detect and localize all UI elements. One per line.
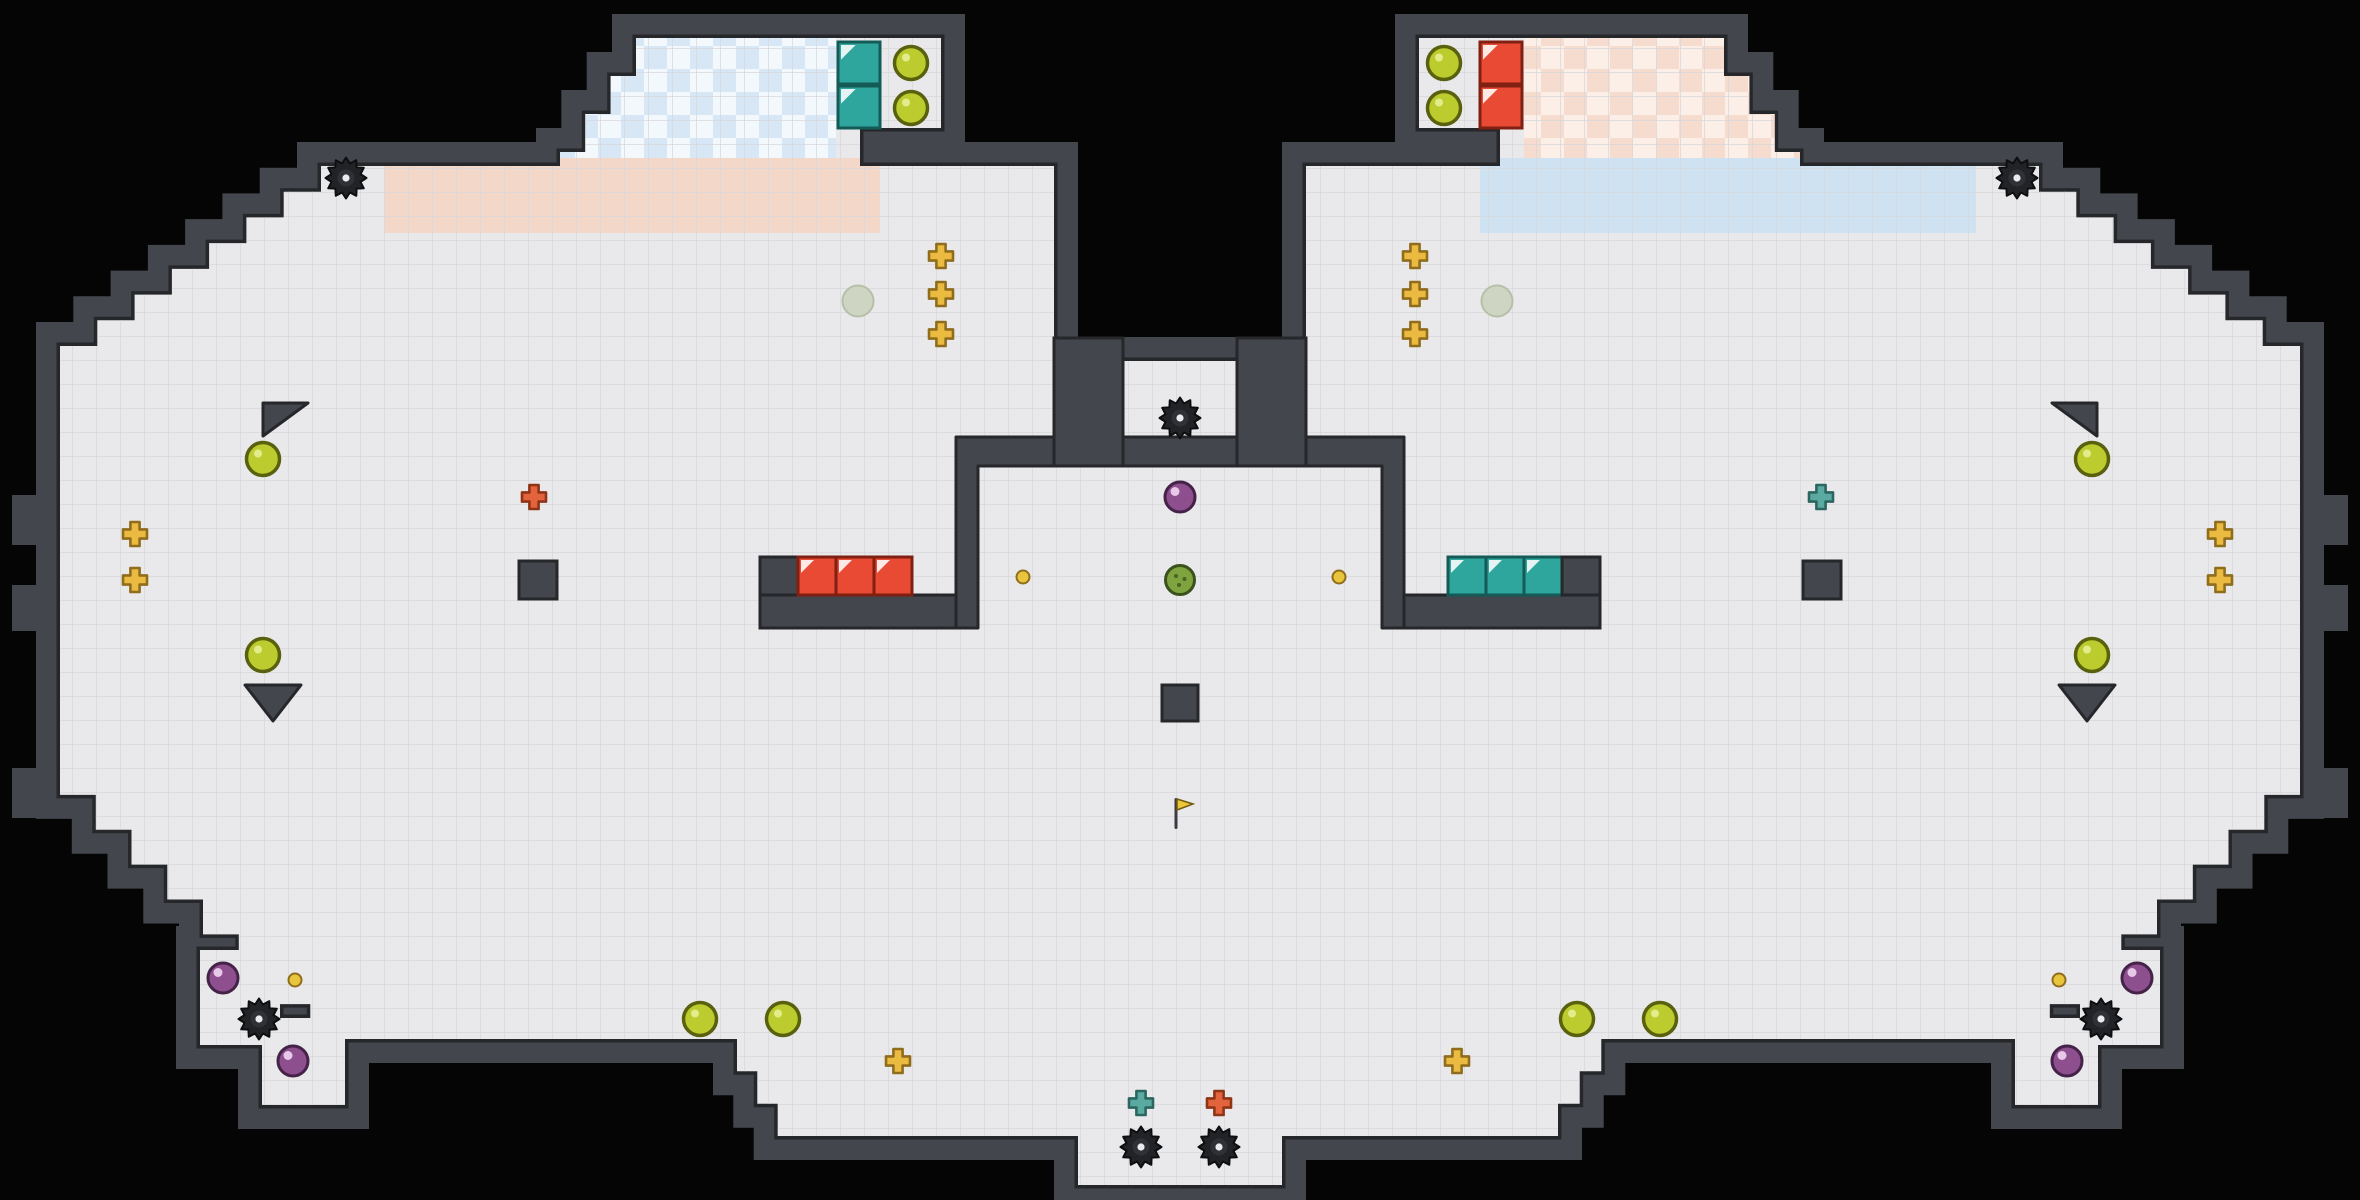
crate-teal <box>836 84 882 130</box>
crate-red <box>872 555 914 597</box>
spawn-orb <box>1425 89 1463 127</box>
spawn-orb <box>1425 44 1463 82</box>
spawn-orb <box>2073 440 2111 478</box>
entities <box>121 40 2234 1169</box>
crate-teal <box>1484 555 1526 597</box>
block-dark <box>1560 555 1602 597</box>
spawn-orb <box>244 440 282 478</box>
sawblade-icon <box>324 156 368 200</box>
pale-orb <box>841 284 875 318</box>
wall-wedge <box>2050 401 2099 438</box>
spawn-orb <box>1558 1000 1596 1038</box>
coin-dot <box>2051 972 2067 988</box>
green-orb <box>1164 564 1196 596</box>
sawblade-icon <box>237 997 281 1041</box>
sawblade-icon <box>2079 997 2123 1041</box>
spawn-orb <box>892 89 930 127</box>
spawn-orb <box>892 44 930 82</box>
ledge-right <box>1402 593 1602 630</box>
plus-pickup-gold <box>121 520 149 548</box>
block-dark <box>517 559 559 601</box>
plus-pickup-gold <box>1443 1047 1471 1075</box>
plus-pickup-gold <box>927 242 955 270</box>
bomb <box>1163 480 1197 514</box>
crate-teal <box>1446 555 1488 597</box>
spawn-orb <box>1641 1000 1679 1038</box>
sawblade-icon <box>1158 396 1202 440</box>
plus-pickup-gold <box>2206 520 2234 548</box>
crate-red <box>1478 84 1524 130</box>
bomb <box>2120 961 2154 995</box>
plus-pickup-gold <box>1401 280 1429 308</box>
plus-pickup-gold <box>2206 566 2234 594</box>
plus-pickup-gold <box>884 1047 912 1075</box>
block-dark <box>758 555 800 597</box>
block-dark <box>1160 683 1200 723</box>
wall-wedge <box>2057 683 2117 723</box>
sawblade-icon <box>1197 1125 1241 1169</box>
crate-teal <box>1522 555 1564 597</box>
wall-wedge <box>261 401 310 438</box>
bomb <box>206 961 240 995</box>
plus-pickup-teal <box>1807 483 1835 511</box>
band-left <box>1052 336 1125 468</box>
pale-orb <box>1480 284 1514 318</box>
coin-dot <box>1015 569 1031 585</box>
band-right <box>1235 336 1308 468</box>
plus-pickup-teal <box>1127 1089 1155 1117</box>
plus-pickup-gold <box>1401 320 1429 348</box>
flag <box>1174 797 1196 829</box>
bomb <box>2050 1044 2084 1078</box>
crate-red <box>834 555 876 597</box>
spawn-orb <box>244 636 282 674</box>
wall-wedge <box>243 683 303 723</box>
crate-teal <box>836 40 882 86</box>
spawn-orb <box>764 1000 802 1038</box>
sawblade-icon <box>1995 156 2039 200</box>
plus-pickup-gold <box>121 566 149 594</box>
crate-red <box>1478 40 1524 86</box>
plus-pickup-gold <box>1401 242 1429 270</box>
coin-dot <box>1331 569 1347 585</box>
plus-pickup-orange <box>1205 1089 1233 1117</box>
interior-walls <box>243 336 2117 723</box>
bomb <box>276 1044 310 1078</box>
crate-red <box>796 555 838 597</box>
spawn-orb <box>2073 636 2111 674</box>
plus-pickup-gold <box>927 280 955 308</box>
coin-dot <box>287 972 303 988</box>
ledge-left <box>758 593 958 630</box>
plus-pickup-gold <box>927 320 955 348</box>
block-dark <box>1801 559 1843 601</box>
plus-pickup-orange <box>520 483 548 511</box>
band-center <box>1121 435 1239 468</box>
spawn-orb <box>681 1000 719 1038</box>
sawblade-icon <box>1119 1125 1163 1169</box>
